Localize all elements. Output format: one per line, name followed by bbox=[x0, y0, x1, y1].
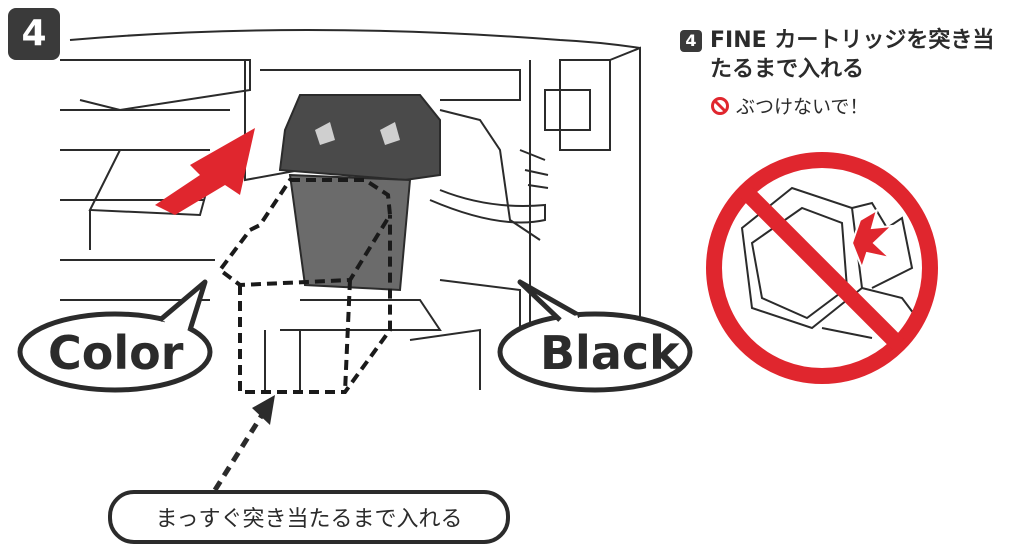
black-callout-ellipse bbox=[497, 311, 693, 393]
warning-row: ぶつけないで！ bbox=[710, 92, 868, 119]
push-direction-arrow bbox=[212, 395, 275, 492]
warning-text: ぶつけないで！ bbox=[736, 96, 869, 118]
printer-body bbox=[60, 29, 641, 390]
instruction-box: まっすぐ突き当たるまで入れる bbox=[108, 490, 510, 544]
prohibition-icon bbox=[711, 96, 729, 115]
insert-direction-arrow bbox=[155, 128, 255, 215]
note-title: FINE カートリッジを突き当たるまで入れる bbox=[710, 28, 995, 82]
color-slot-outline bbox=[217, 178, 393, 394]
color-label: Color bbox=[48, 326, 184, 380]
color-callout-ellipse bbox=[17, 311, 213, 393]
step-number-badge: 4 bbox=[8, 8, 60, 60]
do-not-bump-illustration bbox=[706, 152, 938, 384]
black-label: Black bbox=[540, 326, 680, 380]
note-number-badge: 4 bbox=[680, 30, 702, 52]
instruction-text: まっすぐ突き当たるまで入れる bbox=[155, 507, 463, 532]
fine-cartridge bbox=[278, 94, 441, 292]
